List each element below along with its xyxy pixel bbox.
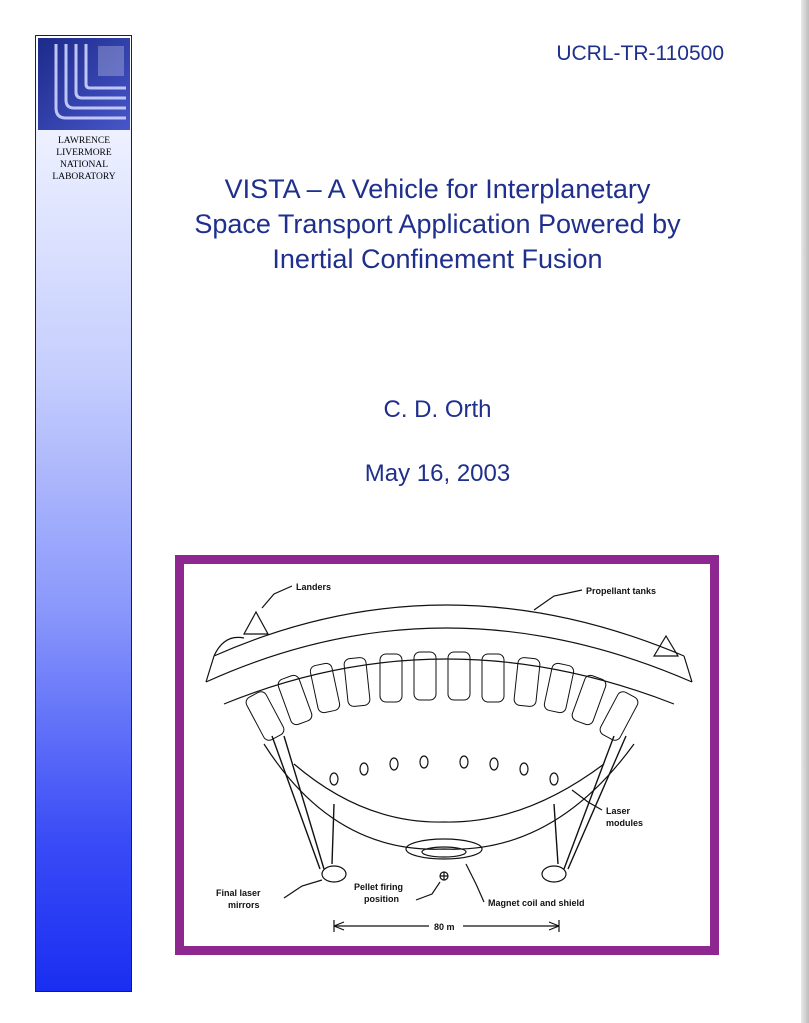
cone-inner — [293, 763, 605, 823]
leader-magnet — [465, 863, 485, 903]
leader-pellet — [415, 881, 441, 901]
final-mirror-right — [541, 865, 567, 883]
label-magnet: Magnet coil and shield — [488, 898, 585, 908]
magnet-coil — [405, 838, 483, 860]
label-landers: Landers — [296, 582, 331, 592]
label-propellant-tanks: Propellant tanks — [586, 586, 656, 596]
lab-name-line: LABORATORY — [52, 172, 116, 182]
leader-landers — [261, 585, 293, 609]
propellant-ring-top — [213, 604, 685, 657]
leader-mirrors — [283, 879, 323, 899]
title-line: Space Transport Application Powered by — [194, 209, 681, 239]
label-laser-1: Laser — [606, 806, 631, 816]
final-mirror-left — [321, 865, 347, 883]
report-number: UCRL-TR-110500 — [556, 42, 724, 65]
leader-laser — [571, 789, 603, 811]
publication-date: May 16, 2003 — [364, 460, 511, 487]
page-edge — [801, 0, 809, 1023]
lab-name-line: LIVERMORE — [56, 148, 112, 158]
label-laser-2: modules — [606, 818, 643, 828]
title-line: VISTA – A Vehicle for Interplanetary — [224, 174, 651, 204]
label-final-laser-2: mirrors — [228, 900, 260, 910]
lab-name-line: LAWRENCE — [57, 136, 110, 146]
title-line: Inertial Confinement Fusion — [272, 244, 603, 274]
laser-ports — [329, 755, 559, 786]
leader-propellant — [533, 589, 583, 611]
label-scale: 80 m — [434, 922, 455, 932]
llnl-logo-icon — [38, 38, 130, 130]
vista-diagram: Landers Propellant tanks Laser modules F… — [205, 582, 693, 933]
lab-name: LAWRENCE LIVERMORE NATIONAL LABORATORY — [36, 135, 132, 183]
document-title: VISTA – A Vehicle for Interplanetary Spa… — [160, 172, 715, 277]
label-pellet-1: Pellet firing — [354, 882, 403, 892]
lander-left — [242, 610, 270, 635]
lander-right — [652, 634, 680, 657]
vehicle-figure: Landers Propellant tanks Laser modules F… — [175, 555, 719, 955]
cone-body — [263, 743, 635, 850]
label-pellet-2: position — [364, 894, 399, 904]
author: C. D. Orth — [383, 396, 492, 423]
ring-ends — [205, 655, 693, 683]
tank-cylinders — [245, 651, 639, 741]
lab-sidebar: LAWRENCE LIVERMORE NATIONAL LABORATORY — [35, 35, 132, 992]
lab-name-line: NATIONAL — [59, 160, 109, 170]
propellant-ring-mid — [205, 627, 693, 683]
ring-inner — [223, 658, 675, 705]
label-final-laser-1: Final laser — [216, 888, 261, 898]
